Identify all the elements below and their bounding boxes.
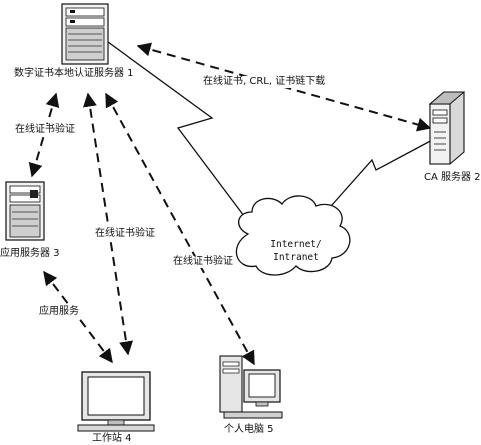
personal-pc-label: 个人电脑 5 [224, 424, 274, 435]
internet-label: Internet/ Intranet [256, 238, 336, 264]
edge-cert-workstation [82, 92, 134, 356]
link-ca-to-cloud [307, 137, 437, 233]
edge-app-workstation [43, 270, 113, 364]
internet-label-line1: Internet/ [270, 239, 322, 250]
app-server-icon [5, 181, 45, 241]
edge-cert-workstation-label: 在线证书验证 [94, 228, 156, 240]
workstation-label: 工作站 4 [92, 433, 132, 444]
edge-cert-app-label: 在线证书验证 [14, 124, 76, 136]
personal-pc-icon [219, 355, 283, 419]
internet-cloud-icon [235, 195, 351, 276]
edge-cert-pc [105, 92, 255, 366]
internet-label-line2: Intranet [273, 252, 319, 263]
edge-cert-ca-label: 在线证书, CRL, 证书链下载 [202, 76, 327, 88]
cert-server-label: 数字证书本地认证服务器 1 [14, 68, 134, 79]
workstation-icon [77, 371, 155, 432]
ca-server-icon [428, 91, 466, 165]
edge-app-workstation-label: 应用服务 [38, 306, 80, 318]
edge-cert-pc-label: 在线证书验证 [172, 256, 234, 268]
app-server-label: 应用服务器 3 [0, 248, 60, 259]
cert-server-icon [61, 3, 109, 65]
ca-server-label: CA 服务器 2 [424, 172, 481, 183]
